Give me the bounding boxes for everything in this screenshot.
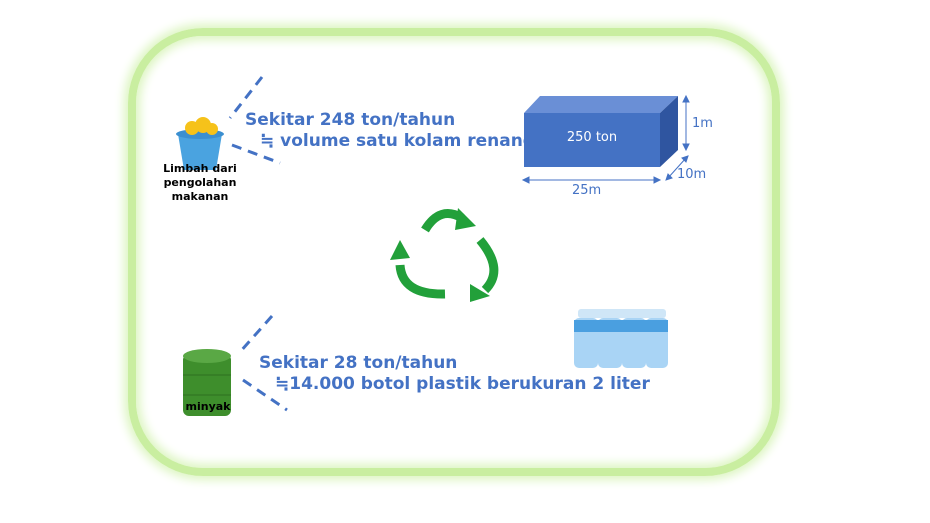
dashed-callout-lines-oil — [238, 315, 288, 412]
label-line: makanan — [171, 190, 229, 203]
trash-bucket-icon — [176, 117, 224, 170]
dashed-callout-lines-food — [228, 76, 281, 165]
pool-box-label: 250 ton — [566, 130, 618, 145]
food-waste-label: Limbah dari pengolahan makanan — [160, 162, 240, 204]
pool-length: 25m — [572, 183, 602, 198]
pool-box-icon — [524, 96, 678, 167]
oil-comparison: ≒14.000 botol plastik berukuran 2 liter — [275, 374, 650, 394]
food-waste-comparison: ≒ volume satu kolam renang — [260, 131, 535, 151]
dimension-arrows — [521, 94, 690, 184]
food-waste-amount: Sekitar 248 ton/tahun — [245, 110, 456, 130]
label-line: Limbah dari — [163, 162, 237, 175]
plastic-bottles-icon — [574, 309, 668, 368]
oil-drum-icon — [183, 349, 231, 416]
recycle-icon — [395, 209, 499, 299]
recycle-arrowheads — [390, 208, 490, 302]
rounded-frame — [128, 28, 780, 476]
label-line: pengolahan — [163, 176, 237, 189]
oil-label: minyak — [185, 400, 231, 413]
pool-width: 10m — [677, 167, 707, 182]
oil-amount: Sekitar 28 ton/tahun — [259, 353, 458, 373]
pool-depth: 1m — [692, 116, 713, 131]
